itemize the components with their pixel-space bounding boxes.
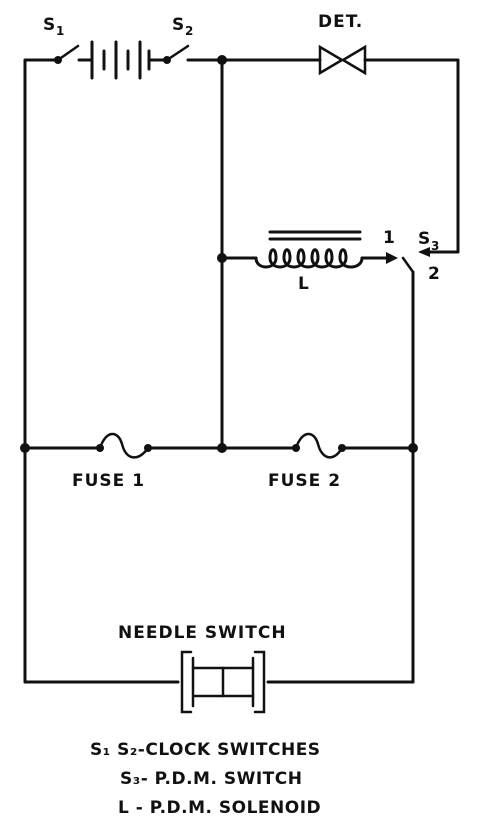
fuse-1 (96, 432, 152, 459)
legend: S₁ S₂-CLOCK SWITCHES S₃- P.D.M. SWITCH L… (90, 740, 321, 818)
switch-s2 (163, 44, 190, 64)
legend-line-2: S₃- P.D.M. SWITCH (120, 769, 302, 789)
s1-subscript: 1 (56, 24, 64, 38)
top-wire (23, 58, 460, 450)
s3-pos1-label: 1 (383, 228, 396, 248)
legend-line-3: L - P.D.M. SOLENOID (118, 798, 321, 818)
legend-line-1: S₁ S₂-CLOCK SWITCHES (90, 740, 321, 760)
fuse-1-label: FUSE 1 (72, 471, 145, 491)
s3-label: S (418, 229, 431, 249)
s3-pos2-label: 2 (428, 264, 441, 284)
fuse-2 (292, 432, 346, 459)
det-label: DET. (318, 12, 363, 32)
s1-label: S (43, 15, 56, 35)
s3-subscript: 3 (431, 239, 439, 253)
fuse-2-label: FUSE 2 (268, 471, 341, 491)
solenoid-label: L (298, 274, 310, 294)
solenoid (220, 230, 398, 269)
detonator (318, 44, 367, 76)
battery (90, 40, 151, 80)
fuse-row-wire (20, 443, 415, 684)
switch-s3 (401, 247, 430, 453)
middle-wire (217, 55, 227, 453)
s2-subscript: 2 (185, 24, 193, 38)
needle-switch-label: NEEDLE SWITCH (118, 623, 287, 643)
needle-switch (180, 650, 266, 714)
s2-label: S (172, 15, 185, 35)
switch-s1 (54, 44, 80, 64)
